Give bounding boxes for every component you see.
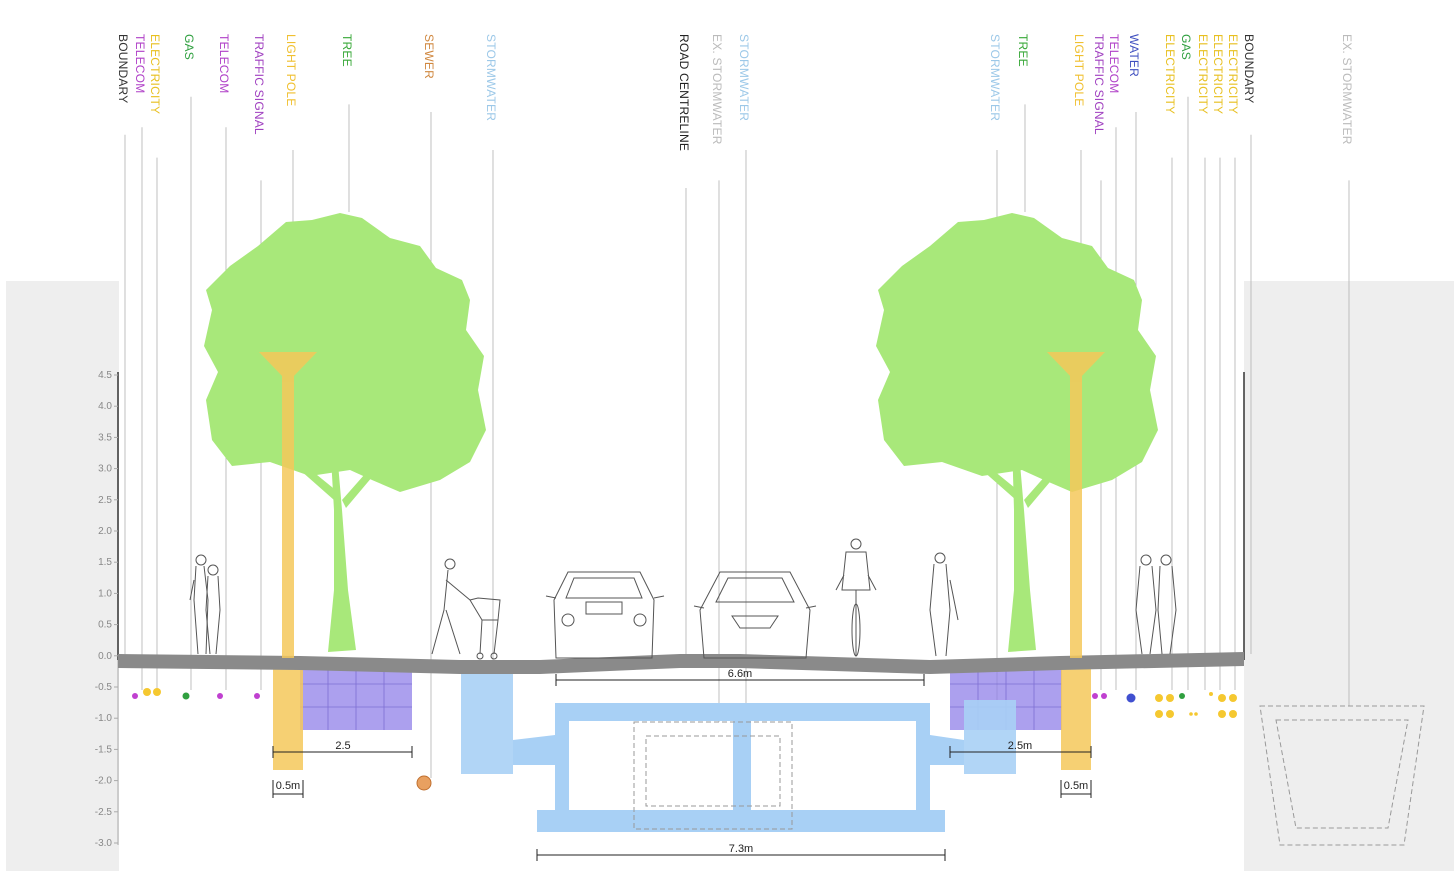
pedestrians-couple-right [1135, 554, 1177, 655]
elevation-tick-5: 2.0 [98, 526, 112, 537]
utility-dots-left [132, 688, 260, 700]
label-electricity-3: ELECTRICITY [1196, 34, 1210, 114]
label-traffic-signal-2: TRAFFIC SIGNAL [1092, 34, 1106, 135]
label-stormwater-2: STORMWATER [737, 34, 751, 121]
light-pole-left [259, 352, 317, 658]
label-boundary-right: BOUNDARY [1242, 34, 1256, 103]
elevation-tick-6: 1.5 [98, 557, 112, 568]
elevation-tick-4: 2.5 [98, 495, 112, 506]
label-light-pole-2: LIGHT POLE [1072, 34, 1086, 106]
light-pole-footing-left [273, 660, 303, 770]
elevation-tick-3: 3.0 [98, 464, 112, 475]
car-left [545, 571, 665, 659]
label-telecom-3: TELECOM [1107, 34, 1121, 93]
elevation-tick-2: 3.5 [98, 432, 112, 443]
elevation-tick-1: 4.0 [98, 401, 112, 412]
label-water: WATER [1127, 34, 1141, 77]
label-tree-2: TREE [1016, 34, 1030, 67]
car-right [693, 571, 817, 659]
stormwater-pit-left [461, 662, 513, 774]
label-gas-2: GAS [1179, 34, 1193, 60]
stormwater-pit-right [964, 700, 1016, 774]
dim-left-pole-footing: 0.5m [276, 780, 300, 792]
elevation-tick-labels: 4.5 4.0 3.5 3.0 2.5 2.0 1.5 1.0 0.5 0.0 -0.5 -1.0 -1… [95, 370, 118, 849]
label-electricity-1: ELECTRICITY [148, 34, 162, 114]
label-electricity-5: ELECTRICITY [1226, 34, 1240, 114]
label-stormwater-3: STORMWATER [988, 34, 1002, 121]
label-telecom-2: TELECOM [217, 34, 231, 93]
label-stormwater-1: STORMWATER [484, 34, 498, 121]
elevation-tick-8: 0.5 [98, 620, 112, 631]
label-telecom-1: TELECOM [133, 34, 147, 93]
stormwater-culvert [513, 703, 964, 832]
existing-stormwater-right [1259, 705, 1425, 846]
tree-right [876, 213, 1158, 652]
label-electricity-2: ELECTRICITY [1163, 34, 1177, 114]
existing-culvert-outline [633, 721, 793, 830]
elevation-tick-12: -1.5 [95, 744, 113, 755]
label-electricity-4: ELECTRICITY [1211, 34, 1225, 114]
elevation-tick-10: -0.5 [95, 682, 113, 693]
dim-left-planter: 2.5 [335, 740, 350, 752]
elevation-tick-9: 0.0 [98, 651, 112, 662]
label-light-pole-1: LIGHT POLE [284, 34, 298, 106]
elevation-tick-13: -2.0 [95, 776, 113, 787]
elevation-tick-15: -3.0 [95, 838, 113, 849]
ground-surface [118, 652, 1244, 674]
light-pole-right [1047, 352, 1105, 658]
label-road-centreline: ROAD CENTRELINE [677, 34, 691, 151]
utility-dots-right [1092, 692, 1237, 718]
label-gas-1: GAS [182, 34, 196, 60]
dim-right-planter: 2.5m [1008, 740, 1032, 752]
tree-left [204, 213, 486, 652]
label-traffic-signal-1: TRAFFIC SIGNAL [252, 34, 266, 135]
label-ex-stormwater-1: EX. STORMWATER [710, 34, 724, 145]
dim-right-pole-footing: 0.5m [1064, 780, 1088, 792]
dim-road-width: 6.6m [728, 668, 752, 680]
dimension-lines [272, 674, 1092, 861]
label-ex-stormwater-2: EX. STORMWATER [1340, 34, 1354, 145]
label-boundary-left: BOUNDARY [116, 34, 130, 103]
elevation-tick-14: -2.5 [95, 807, 113, 818]
label-tree-1: TREE [340, 34, 354, 67]
cyclist [835, 538, 877, 657]
elevation-tick-0: 4.5 [98, 370, 112, 381]
label-sewer: SEWER [422, 34, 436, 79]
backdrop-panel-left [6, 281, 119, 871]
dim-culvert-width: 7.3m [729, 843, 753, 855]
pedestrians-couple-left [189, 554, 221, 655]
pedestrian-elderly [929, 552, 959, 657]
light-pole-footing-right [1061, 660, 1091, 770]
person-with-stroller [431, 558, 501, 660]
elevation-tick-11: -1.0 [95, 713, 113, 724]
sewer-pipe [416, 775, 432, 791]
elevation-tick-7: 1.0 [98, 588, 112, 599]
